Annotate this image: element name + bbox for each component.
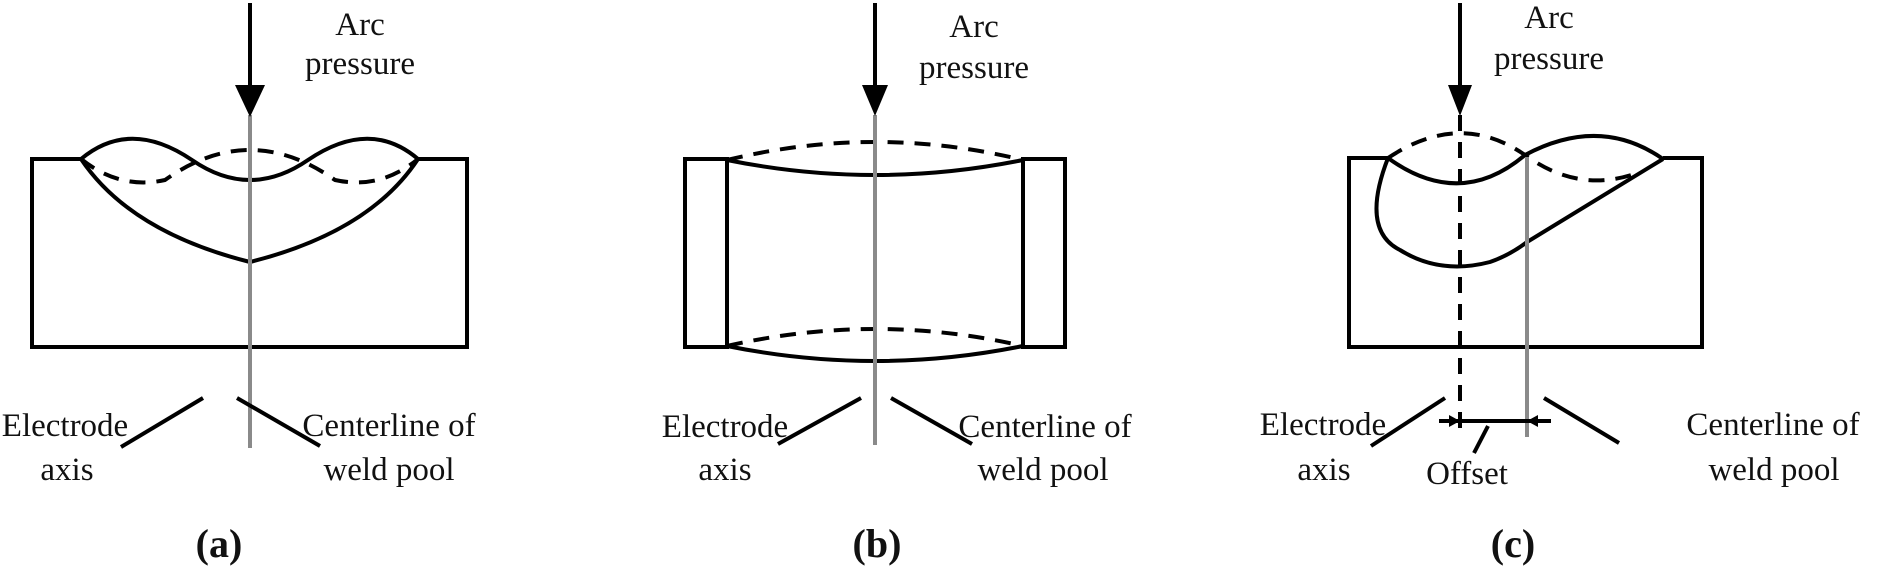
pool-surface-dashed [1386,131,1641,183]
axis-label: axis [698,452,751,488]
offset-arrowhead-right-icon [1527,415,1538,427]
offset-leader [1472,425,1490,454]
caption-a: (a) [196,521,243,566]
left-plate [683,157,729,349]
panel-b: Arc pressure Electrode axis Centerline o… [662,3,1132,566]
electrode-label: Electrode [1260,407,1386,443]
electrode-leader [1369,396,1447,448]
panel-c: Arc pressure Offset Electrode axis Cente… [1260,0,1860,566]
panel-a: Arc pressure Electrode axis Centerline o… [2,3,476,566]
weld-pool-label: weld pool [323,452,454,488]
centerline-label: Centerline of [302,408,475,444]
weld-pool-boundary [1374,157,1665,269]
centerline-leader [1542,396,1621,445]
centerline-leader [890,396,973,446]
axis-label: axis [40,452,93,488]
pressure-label: pressure [305,46,415,82]
electrode-leader [119,396,205,449]
electrode-label: Electrode [662,409,788,445]
weld-pool-label: weld pool [977,452,1108,488]
caption-b: (b) [853,521,902,566]
pressure-label: pressure [919,50,1029,86]
weld-pool-label: weld pool [1708,452,1839,488]
pool-surface-dashed [79,148,420,185]
arc-label: Arc [335,7,384,43]
arc-label: Arc [1524,0,1573,36]
right-plate [1021,157,1067,349]
caption-c: (c) [1491,521,1535,566]
arrow-head-icon [235,85,265,117]
axis-label: axis [1297,452,1350,488]
pressure-label: pressure [1494,41,1604,77]
centerline-label: Centerline of [1686,407,1859,443]
electrode-leader [777,396,862,446]
offset-label: Offset [1426,456,1508,492]
offset-arrowhead-left-icon [1449,415,1460,427]
arrow-head-icon [1448,85,1472,116]
arc-label: Arc [949,9,998,45]
centerline-label: Centerline of [958,409,1131,445]
electrode-label: Electrode [2,408,128,444]
arrow-head-icon [862,85,888,116]
centerline-leader [235,396,322,448]
